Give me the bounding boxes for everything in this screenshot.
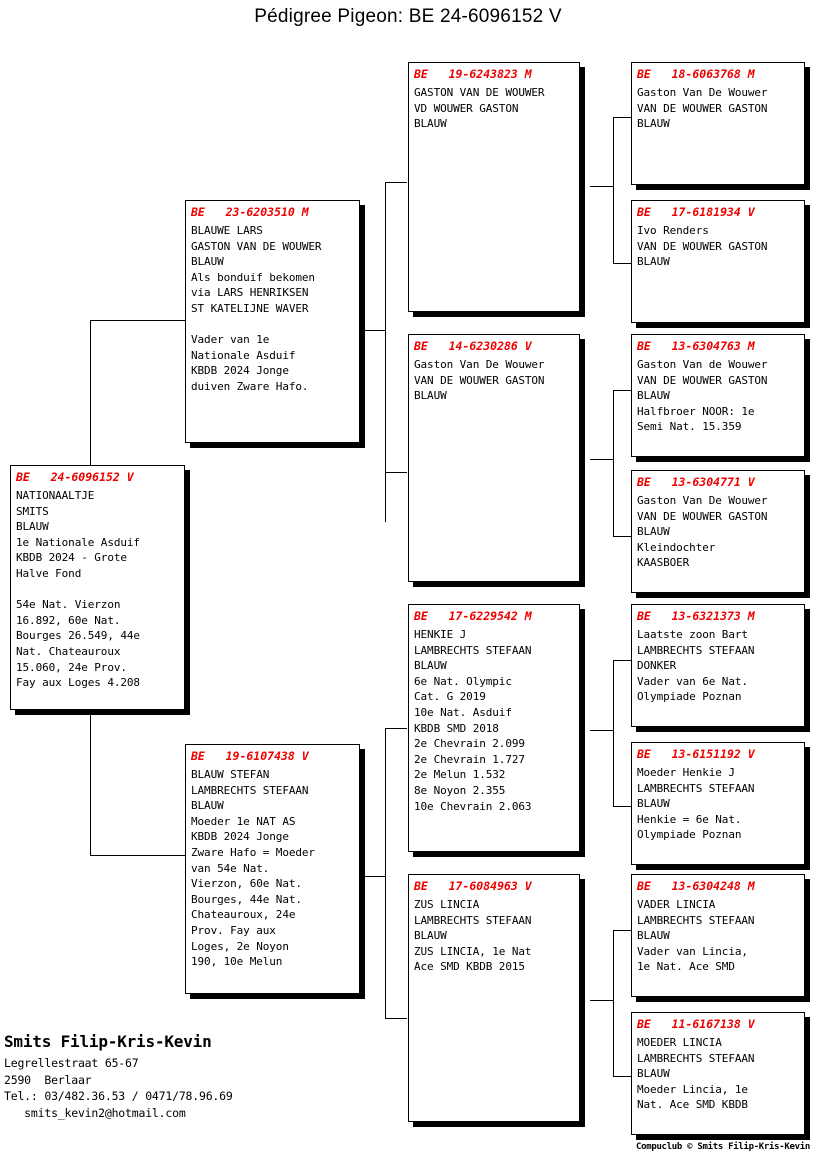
pigeon-details: VADER LINCIA LAMBRECHTS STEFAAN BLAUW Va… (637, 898, 755, 974)
connector-gen3-3-spine (613, 660, 614, 806)
connector-to-gen4-5 (613, 660, 631, 661)
pedigree-box-gen4-1[interactable]: BE 18-6063768 M Gaston Van De Wouwer VAN… (631, 62, 805, 185)
pigeon-details: ZUS LINCIA LAMBRECHTS STEFAAN BLAUW ZUS … (414, 898, 532, 974)
pigeon-details: Gaston Van De Wouwer VAN DE WOUWER GASTO… (414, 358, 545, 403)
pigeon-details: Moeder Henkie J LAMBRECHTS STEFAAN BLAUW… (637, 766, 755, 842)
ring-number: BE 13-6304771 V (637, 475, 755, 489)
pigeon-details: BLAUW STEFAN LAMBRECHTS STEFAAN BLAUW Mo… (191, 768, 315, 969)
pedigree-box-gen4-5[interactable]: BE 13-6321373 M Laatste zoon Bart LAMBRE… (631, 604, 805, 727)
pedigree-box-gen3-3[interactable]: BE 17-6229542 M HENKIE J LAMBRECHTS STEF… (408, 604, 580, 852)
connector-gen3-4-spine (613, 930, 614, 1076)
pigeon-details: NATIONAALTJE SMITS BLAUW 1e Nationale As… (16, 489, 140, 690)
connector-to-mother-gen2 (90, 855, 185, 856)
pigeon-details: HENKIE J LAMBRECHTS STEFAAN BLAUW 6e Nat… (414, 628, 532, 813)
pedigree-box-gen4-4[interactable]: BE 13-6304771 V Gaston Van De Wouwer VAN… (631, 470, 805, 593)
connector-to-gen4-3 (613, 390, 631, 391)
ring-number: BE 14-6230286 V (414, 339, 532, 353)
connector-to-gen4-7 (613, 930, 631, 931)
connector-to-gen4-1 (613, 117, 631, 118)
pedigree-box-gen3-2[interactable]: BE 14-6230286 V Gaston Van De Wouwer VAN… (408, 334, 580, 582)
connector-to-gen3-2 (385, 472, 407, 473)
connector-gen3-2-spine (613, 390, 614, 536)
ring-number: BE 18-6063768 M (637, 67, 755, 81)
pigeon-details: Laatste zoon Bart LAMBRECHTS STEFAAN DON… (637, 628, 755, 704)
pigeon-details: Gaston Van De Wouwer VAN DE WOUWER GASTO… (637, 86, 768, 131)
pedigree-box-gen4-7[interactable]: BE 13-6304248 M VADER LINCIA LAMBRECHTS … (631, 874, 805, 997)
pedigree-box-gen4-8[interactable]: BE 11-6167138 V MOEDER LINCIA LAMBRECHTS… (631, 1012, 805, 1135)
connector-father-out-stub (365, 330, 385, 331)
pedigree-box-mother[interactable]: BE 19-6107438 V BLAUW STEFAN LAMBRECHTS … (185, 744, 360, 994)
connector-to-gen4-2 (613, 263, 631, 264)
connector-gen3-1-out-stub (590, 186, 613, 187)
connector-gen3-1-spine (613, 117, 614, 263)
compuclub-credit: Compuclub © Smits Filip-Kris-Kevin (635, 1142, 810, 1152)
ring-number: BE 24-6096152 V (16, 470, 134, 484)
connector-to-gen4-6 (613, 806, 631, 807)
ring-number: BE 19-6243823 M (414, 67, 532, 81)
ring-number: BE 19-6107438 V (191, 749, 309, 763)
connector-to-gen4-4 (613, 536, 631, 537)
pedigree-box-gen3-1[interactable]: BE 19-6243823 M GASTON VAN DE WOUWER VD … (408, 62, 580, 312)
pigeon-details: Gaston Van de Wouwer VAN DE WOUWER GASTO… (637, 358, 768, 434)
connector-gen3-2-out-stub (590, 459, 613, 460)
pigeon-details: Gaston Van De Wouwer VAN DE WOUWER GASTO… (637, 494, 768, 570)
connector-to-gen3-1 (385, 182, 407, 183)
ring-number: BE 13-6304763 M (637, 339, 755, 353)
owner-block: Smits Filip-Kris-Kevin Legrellestraat 65… (4, 1032, 424, 1121)
owner-address: Legrellestraat 65-67 2590 Berlaar Tel.: … (4, 1056, 233, 1120)
ring-number: BE 13-6304248 M (637, 879, 755, 893)
connector-to-father-gen2 (90, 320, 185, 321)
ring-number: BE 17-6084963 V (414, 879, 532, 893)
pedigree-box-gen4-2[interactable]: BE 17-6181934 V Ivo Renders VAN DE WOUWE… (631, 200, 805, 323)
connector-father-spine (385, 182, 386, 522)
pigeon-details: Ivo Renders VAN DE WOUWER GASTON BLAUW (637, 224, 768, 269)
connector-to-gen4-8 (613, 1076, 631, 1077)
ring-number: BE 11-6167138 V (637, 1017, 755, 1031)
connector-gen3-4-out-stub (590, 1000, 613, 1001)
page-title: Pédigree Pigeon: BE 24-6096152 V (254, 6, 562, 27)
connector-to-gen3-3 (385, 728, 407, 729)
connector-to-gen3-4 (385, 1018, 407, 1019)
pedigree-box-gen3-4[interactable]: BE 17-6084963 V ZUS LINCIA LAMBRECHTS ST… (408, 874, 580, 1122)
pigeon-details: BLAUWE LARS GASTON VAN DE WOUWER BLAUW A… (191, 224, 322, 393)
ring-number: BE 23-6203510 M (191, 205, 309, 219)
pigeon-details: MOEDER LINCIA LAMBRECHTS STEFAAN BLAUW M… (637, 1036, 755, 1112)
pedigree-box-gen4-6[interactable]: BE 13-6151192 V Moeder Henkie J LAMBRECH… (631, 742, 805, 865)
pedigree-box-gen4-3[interactable]: BE 13-6304763 M Gaston Van de Wouwer VAN… (631, 334, 805, 457)
connector-mother-out-stub (365, 876, 385, 877)
connector-mother-spine (385, 728, 386, 1018)
owner-name: Smits Filip-Kris-Kevin (4, 1032, 212, 1051)
ring-number: BE 13-6321373 M (637, 609, 755, 623)
pigeon-details: GASTON VAN DE WOUWER VD WOUWER GASTON BL… (414, 86, 545, 131)
ring-number: BE 13-6151192 V (637, 747, 755, 761)
pedigree-box-subject[interactable]: BE 24-6096152 V NATIONAALTJE SMITS BLAUW… (10, 465, 185, 710)
ring-number: BE 17-6181934 V (637, 205, 755, 219)
connector-gen3-3-out-stub (590, 730, 613, 731)
ring-number: BE 17-6229542 M (414, 609, 532, 623)
pedigree-box-father[interactable]: BE 23-6203510 M BLAUWE LARS GASTON VAN D… (185, 200, 360, 443)
